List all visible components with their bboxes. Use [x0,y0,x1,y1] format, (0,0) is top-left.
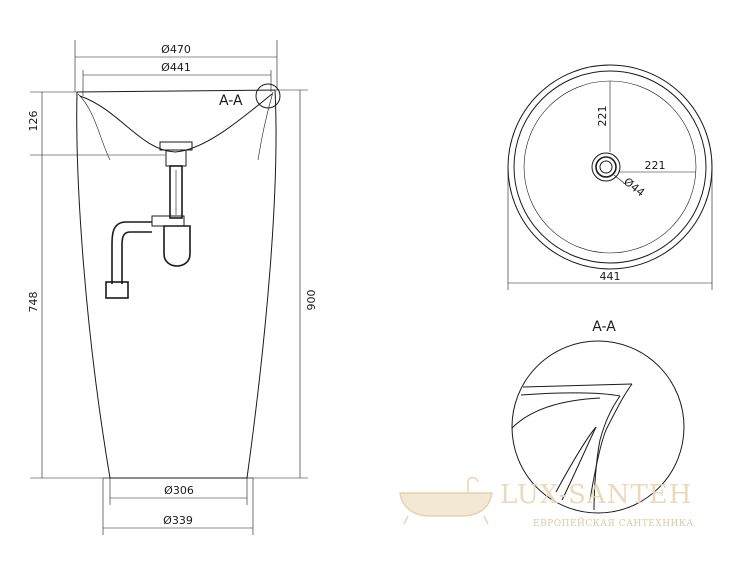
rim-top-line [76,89,276,93]
watermark: LUX-SANTEH ЕВРОПЕЙСКАЯ САНТЕХНИКА [399,476,694,529]
siphon [105,141,193,299]
dim-total-height: 900 [305,290,318,311]
watermark-name: LUX-SANTEH [500,480,692,510]
dim-radius-vertical: 221 [596,106,609,127]
dim-base-inner-diameter: Ø306 [164,484,194,497]
watermark-tagline: ЕВРОПЕЙСКАЯ САНТЕХНИКА [533,517,694,529]
bowl-curve [79,93,273,153]
left-inner-edge [77,93,111,161]
dim-base-outer-diameter: Ø339 [163,514,193,527]
dim-radius-horizontal: 221 [645,159,666,172]
right-inner-edge [257,91,274,161]
detail-marker-circle [255,83,281,109]
dim-inner-diameter: Ø441 [161,61,191,74]
detail-circle [511,340,685,514]
dim-bowl-depth: 126 [27,111,40,132]
drain-mid [595,156,617,178]
drain-outer [591,152,621,182]
section-label: A-A [219,93,243,109]
front-view: A-A Ø470 Ø441 126 748 900 Ø306 [27,40,318,535]
top-view: 221 221 Ø44 441 [507,64,713,290]
dim-outer-diameter: Ø470 [161,43,191,56]
bathtub-logo-icon [399,476,493,525]
drain-inner [599,160,613,174]
detail-rim-top [522,383,633,388]
detail-view: A-A [511,319,685,514]
dim-top-width: 441 [600,270,621,283]
detail-title: A-A [592,319,616,335]
dim-pedestal-height: 748 [27,292,40,313]
dim-drain-diameter: Ø44 [621,175,647,199]
top-rim-circle [513,70,707,264]
